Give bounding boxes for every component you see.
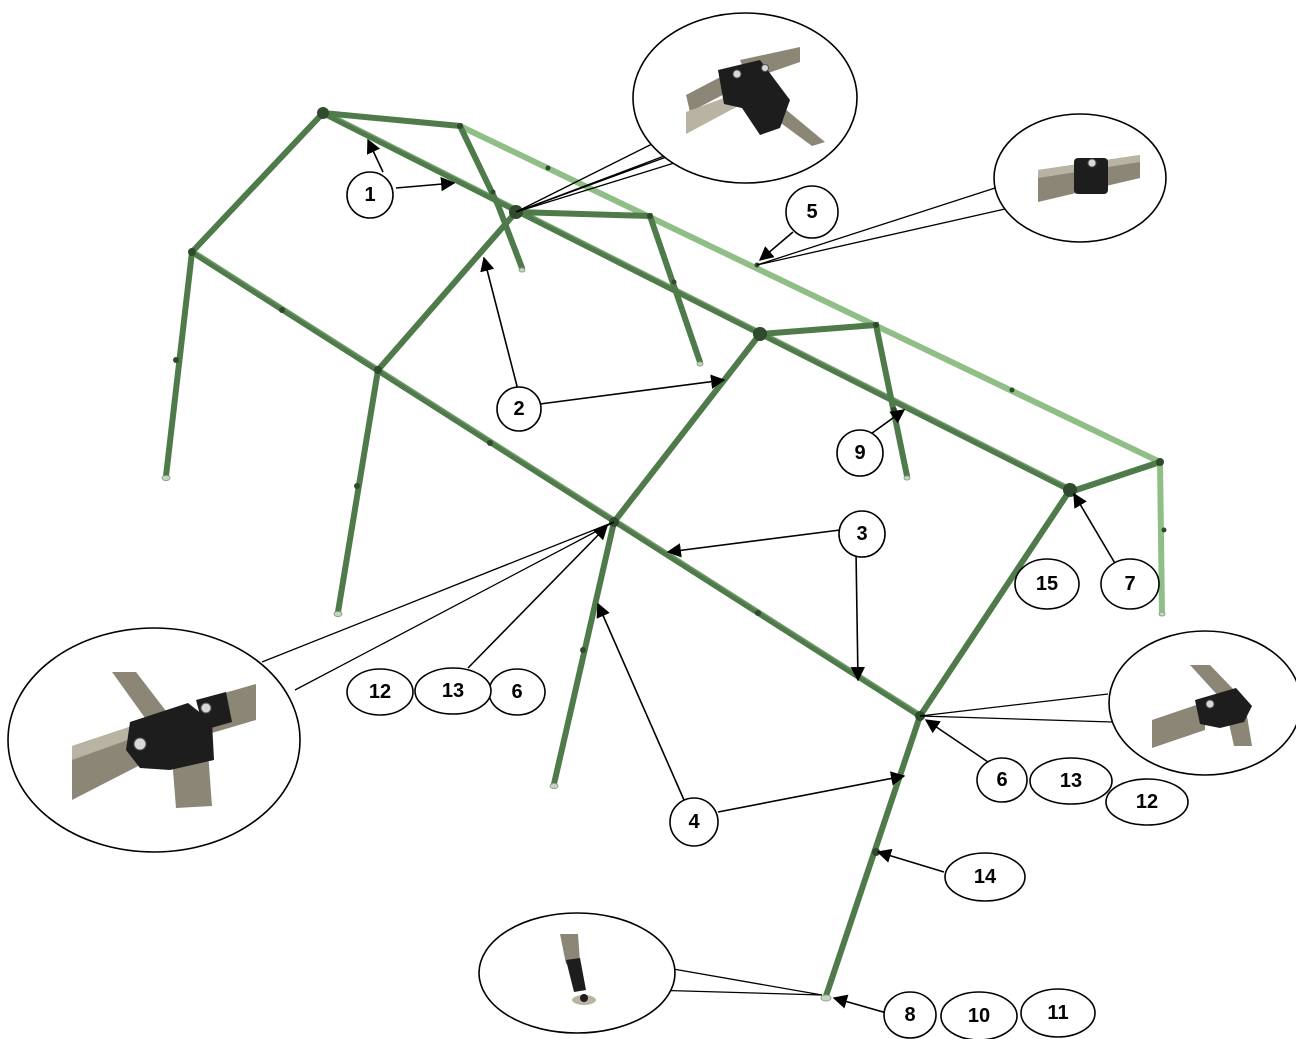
inline-connector-detail-icon <box>1038 155 1140 202</box>
base-plates <box>161 267 1166 1002</box>
tent-frame <box>161 107 1167 1002</box>
ridge-beam <box>320 109 1073 493</box>
corner-connector-detail-icon <box>72 672 256 808</box>
part-label-5: 5 <box>785 185 839 239</box>
callout-corner-connector <box>7 521 615 853</box>
frame-connectors <box>173 107 1167 856</box>
base-plate-detail-icon <box>560 934 596 1005</box>
svg-text:3: 3 <box>856 523 867 545</box>
eave-connector-detail-icon <box>1152 665 1252 748</box>
part-label-9: 9 <box>836 429 884 477</box>
eave-beam <box>189 248 923 719</box>
ridge-connector-detail-icon <box>686 47 825 146</box>
part-label-6-left: 6 <box>488 668 546 716</box>
svg-text:2: 2 <box>513 398 524 420</box>
part-label-13-left: 13 <box>414 667 492 715</box>
part-label-11: 11 <box>1020 988 1096 1038</box>
svg-text:7: 7 <box>1124 573 1135 595</box>
svg-text:9: 9 <box>854 442 865 464</box>
part-labels: 1 2 3 4 5 6 13 12 <box>346 171 1189 1039</box>
part-label-12-left: 12 <box>346 668 414 716</box>
svg-text:10: 10 <box>968 1005 990 1027</box>
svg-text:6: 6 <box>511 681 522 703</box>
svg-text:15: 15 <box>1036 573 1058 595</box>
part-label-12-right: 12 <box>1105 778 1189 826</box>
front-rafters <box>189 110 1073 719</box>
part-label-1: 1 <box>346 171 394 219</box>
part-label-2: 2 <box>496 386 542 432</box>
svg-text:5: 5 <box>806 201 817 223</box>
svg-text:14: 14 <box>974 866 997 888</box>
part-label-8: 8 <box>883 991 937 1039</box>
leader-arrows <box>366 138 1117 1015</box>
part-label-3: 3 <box>838 510 886 558</box>
callout-ridge-connector <box>515 12 858 213</box>
part-label-13-right: 13 <box>1029 757 1113 805</box>
part-label-7: 7 <box>1100 558 1160 610</box>
svg-text:6: 6 <box>996 769 1007 791</box>
svg-text:4: 4 <box>688 811 700 833</box>
svg-text:12: 12 <box>369 681 391 703</box>
part-label-10: 10 <box>940 991 1018 1039</box>
part-label-15: 15 <box>1014 558 1080 610</box>
svg-text:11: 11 <box>1047 1002 1068 1024</box>
part-label-14: 14 <box>944 852 1026 902</box>
svg-text:13: 13 <box>442 680 464 702</box>
part-label-6-right: 6 <box>976 757 1028 803</box>
svg-text:12: 12 <box>1136 791 1158 813</box>
svg-text:13: 13 <box>1060 770 1082 792</box>
callout-base-plate <box>478 912 823 1034</box>
callout-eave-connector <box>919 630 1296 776</box>
svg-text:8: 8 <box>904 1004 915 1026</box>
part-label-4: 4 <box>669 797 719 847</box>
callout-inline-connector <box>756 113 1167 266</box>
svg-text:1: 1 <box>364 184 375 206</box>
legs <box>163 249 923 999</box>
